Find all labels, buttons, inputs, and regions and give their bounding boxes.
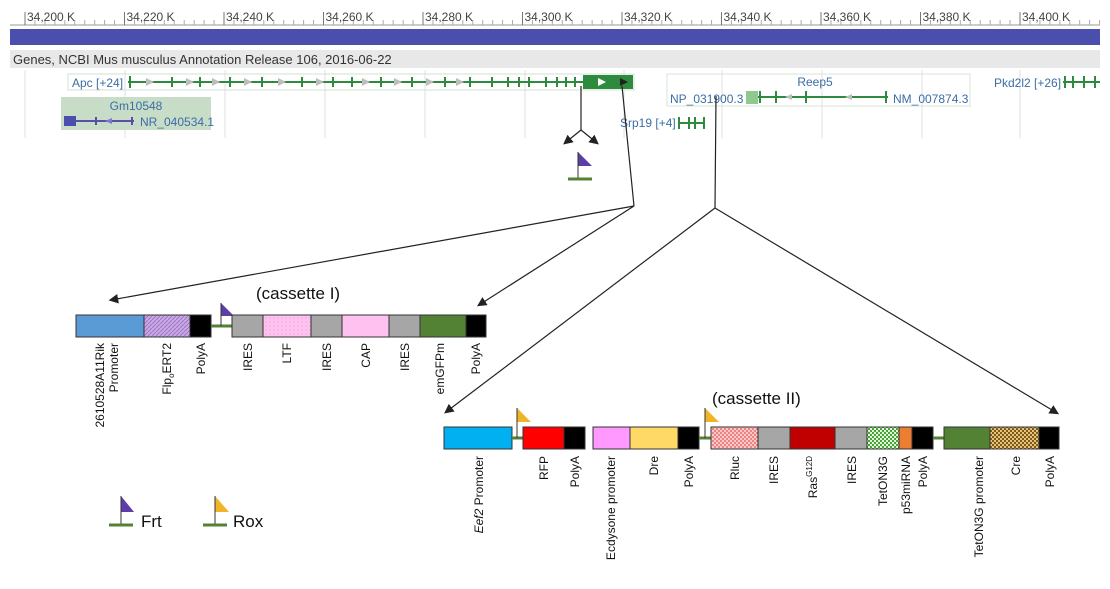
label-polya-4b: PolyA — [1043, 456, 1057, 487]
cassette-2: (cassette II) Eef2 Promoter RFP PolyA — [443, 389, 1060, 560]
frt-flag-icon — [121, 496, 134, 512]
ruler-tick-label: 34,360 K — [823, 10, 871, 24]
label-ires-1b: IRES — [767, 456, 781, 484]
segment-cap — [341, 314, 390, 338]
ruler-tick-label: 34,220 K — [127, 10, 175, 24]
transcript-nm-007874[interactable]: NM_007874.3 — [893, 92, 969, 106]
label-ires-2: IRES — [320, 343, 334, 371]
label-ras-g12d: RasG12D — [805, 456, 820, 498]
insertion-connectors — [108, 85, 1060, 415]
segment-ecdysone-promoter — [592, 426, 631, 450]
gene-gm10548[interactable]: Gm10548 NR_040534.1 — [61, 97, 214, 130]
ruler-tick-label: 34,260 K — [326, 10, 374, 24]
label-polya-1: PolyA — [194, 343, 208, 374]
label-teton3g-promoter: TetON3G promoter — [972, 456, 986, 557]
segment-eef2-promoter — [443, 426, 513, 450]
gene-apc-label: Apc [+24] — [72, 76, 123, 90]
gene-apc[interactable]: Apc [+24] — [67, 73, 635, 91]
label-polya-2: PolyA — [469, 343, 483, 374]
segment-polya-1 — [189, 314, 212, 338]
legend-frt-label: Frt — [141, 512, 162, 531]
label-flpo-ert2: FlpoERT2 — [160, 343, 176, 395]
segment-rfp — [522, 426, 565, 450]
ruler-tick-label: 34,280 K — [425, 10, 473, 24]
gene-reep5[interactable]: Reep5 NP_031900.3 NM_007874.3 — [666, 73, 971, 107]
segment-promoter-2610528a11rik — [75, 314, 145, 338]
label-polya-1b: PolyA — [568, 456, 582, 487]
rox-flag-icon — [215, 496, 229, 512]
gene-srp19[interactable]: Srp19 [+4] — [620, 116, 705, 130]
sequence-bar — [10, 29, 1100, 45]
segment-ires-1b — [757, 426, 791, 450]
segment-dre — [629, 426, 679, 450]
segment-polya-1b — [563, 426, 586, 450]
segment-polya-3b — [911, 426, 934, 450]
rox-site-2 — [704, 408, 719, 438]
gene-pkd2l2[interactable]: Pkd2l2 [+26] — [994, 76, 1100, 90]
label-rluc: Rluc — [728, 456, 742, 480]
ruler-tick-label: 34,200 K — [27, 10, 75, 24]
segment-teton3g-promoter — [943, 426, 991, 450]
track-title: Genes, NCBI Mus musculus Annotation Rele… — [13, 52, 392, 67]
ruler-tick-label: 34,300 K — [525, 10, 573, 24]
label-ires-3: IRES — [398, 343, 412, 371]
segment-ires-2b — [834, 426, 868, 450]
segment-ras-g12d — [789, 426, 836, 450]
label-promoter-line2: Promoter — [107, 343, 121, 392]
segment-flpo-ert2 — [143, 314, 191, 338]
label-emgfpm: emGFPm — [433, 343, 447, 394]
ruler-tick-label: 34,320 K — [624, 10, 672, 24]
ruler-tick-label: 34,240 K — [226, 10, 274, 24]
label-ires-1: IRES — [241, 343, 255, 371]
segment-p53mirna — [898, 426, 913, 450]
label-cap: CAP — [359, 343, 373, 368]
label-dre: Dre — [647, 456, 661, 476]
segment-ires-1 — [231, 314, 264, 338]
cassette-1-title: (cassette I) — [256, 284, 340, 303]
segment-polya-4b — [1038, 426, 1060, 450]
coordinate-ruler: 34,200 K 34,220 K 34,240 K 34,260 K 34,280 K… — [10, 10, 1101, 26]
segment-polya-2 — [465, 314, 487, 338]
label-promoter-line1: 2610528A11Rik — [93, 342, 107, 428]
label-polya-3b: PolyA — [916, 456, 930, 487]
label-teton3g: TetON3G — [876, 456, 890, 506]
transcript-nr-040534[interactable]: NR_040534.1 — [140, 115, 214, 129]
legend-rox-label: Rox — [233, 512, 264, 531]
segment-ires-2 — [310, 314, 343, 338]
frt-insertion-marker — [568, 152, 592, 181]
gene-pkd2l2-label: Pkd2l2 [+26] — [994, 76, 1061, 90]
label-p53mirna: p53miRNA — [899, 456, 913, 514]
label-ires-2b: IRES — [845, 456, 859, 484]
gene-reep5-label: Reep5 — [797, 75, 833, 89]
segment-ltf — [262, 314, 312, 338]
ruler-tick-label: 34,340 K — [724, 10, 772, 24]
cassette-2-title: (cassette II) — [712, 389, 801, 408]
legend: Frt Rox — [109, 496, 264, 531]
segment-rluc — [710, 426, 759, 450]
label-ltf: LTF — [280, 343, 294, 363]
transcript-np-031900[interactable]: NP_031900.3 — [670, 92, 744, 106]
segment-ires-3 — [388, 314, 421, 338]
track-header[interactable] — [10, 50, 1100, 68]
label-cre: Cre — [1009, 456, 1023, 476]
label-rfp: RFP — [537, 456, 551, 480]
gene-gm10548-label: Gm10548 — [110, 99, 163, 113]
label-eef2-promoter: Eef2 Promoter — [472, 456, 486, 533]
frt-site-cassette-1 — [220, 303, 234, 326]
ruler-tick-label: 34,400 K — [1022, 10, 1070, 24]
label-ecdysone-promoter: Ecdysone promoter — [604, 456, 618, 560]
rox-site-1 — [516, 408, 531, 438]
segment-teton3g — [866, 426, 900, 450]
segment-polya-2b — [677, 426, 700, 450]
legend-rox: Rox — [203, 496, 264, 531]
gene-srp19-label: Srp19 [+4] — [620, 116, 676, 130]
segment-emgfpm — [419, 314, 467, 338]
label-polya-2b: PolyA — [682, 456, 696, 487]
ruler-tick-label: 34,380 K — [923, 10, 971, 24]
cassette-1: (cassette I) 2610528A11Rik Promoter Flpo… — [75, 284, 487, 428]
legend-frt: Frt — [109, 496, 162, 531]
segment-cre — [989, 426, 1040, 450]
genome-browser-panel: 34,200 K 34,220 K 34,240 K 34,260 K 34,280 K… — [10, 10, 1101, 138]
